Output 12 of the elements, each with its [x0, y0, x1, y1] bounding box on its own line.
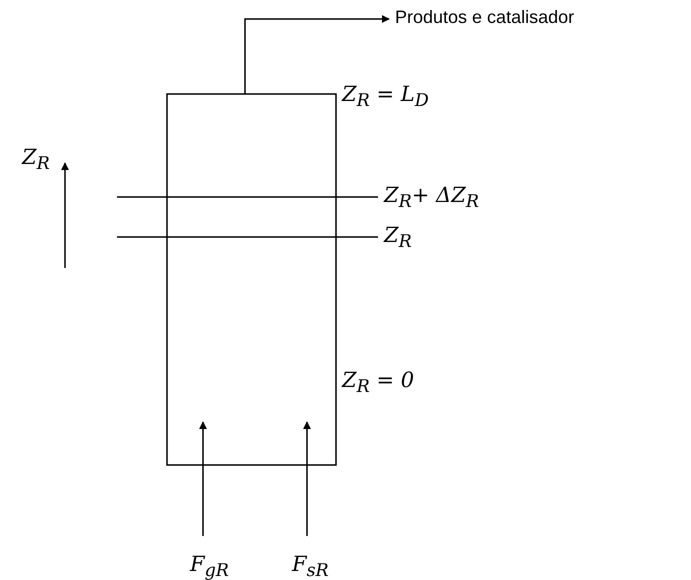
feed-label: F$_{sR}$ — [292, 554, 329, 580]
height-label: Z$_{R}$ — [384, 225, 412, 252]
reactor-column — [166, 93, 337, 466]
flow-arrow — [244, 15, 390, 94]
stream-label: Produtos e catalisador — [395, 8, 574, 26]
feed-label: F$_{gR}$ — [190, 554, 229, 580]
flow-arrow — [303, 421, 311, 536]
height-label: Z$_{R}$+ ΔZ$_{R}$ — [384, 185, 479, 212]
height-label: Z$_{R}$ — [22, 147, 50, 174]
flow-arrow — [199, 421, 207, 536]
height-label: Z$_{R}$ = 0 — [342, 370, 414, 397]
height-label: Z$_{R}$ = L$_{D}$ — [342, 84, 429, 111]
